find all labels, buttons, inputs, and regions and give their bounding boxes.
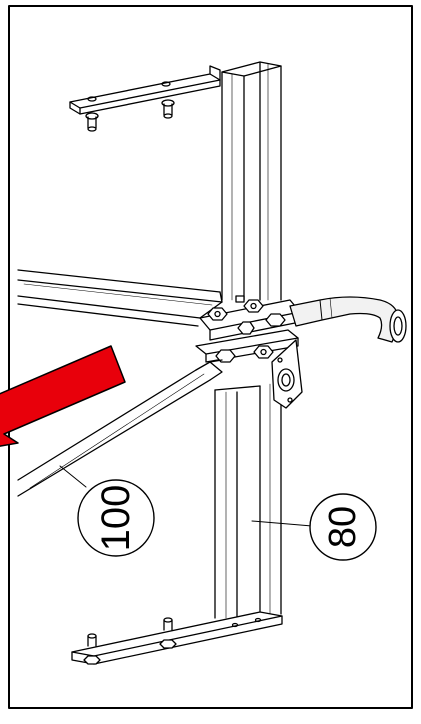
upper-foot-bracket — [69, 65, 221, 115]
diagonal-brace — [17, 359, 223, 497]
lower-clamp — [195, 329, 299, 363]
lower-foot-bracket — [71, 611, 283, 665]
leader-line-100 — [59, 465, 87, 488]
outer-frame — [8, 5, 413, 709]
upper-post — [221, 61, 282, 301]
clamp-nut-4 — [215, 349, 236, 363]
clamp-nut-3 — [265, 313, 286, 327]
callout-80: 80 — [309, 493, 377, 561]
callout-80-label: 80 — [322, 506, 364, 548]
upper-foot-bolt-1 — [85, 96, 99, 132]
clamp-nut-2 — [243, 299, 264, 313]
hose — [289, 296, 399, 343]
red-arrow-icon — [0, 345, 126, 447]
clamp-nut-6 — [237, 321, 255, 335]
clamp-nut-5 — [253, 345, 274, 359]
side-plate — [271, 339, 303, 409]
callout-100: 100 — [77, 479, 155, 557]
callout-100-label: 100 — [94, 485, 138, 552]
horizontal-beam — [17, 269, 223, 327]
leader-line-80 — [251, 520, 313, 527]
hose-end-fitting — [389, 309, 407, 343]
lower-post — [214, 379, 282, 621]
upper-foot-bolt-2 — [161, 81, 175, 119]
clamp-nut-1 — [207, 307, 228, 321]
lower-foot-bolt-1 — [83, 633, 101, 665]
lower-foot-bolt-2 — [159, 617, 177, 649]
